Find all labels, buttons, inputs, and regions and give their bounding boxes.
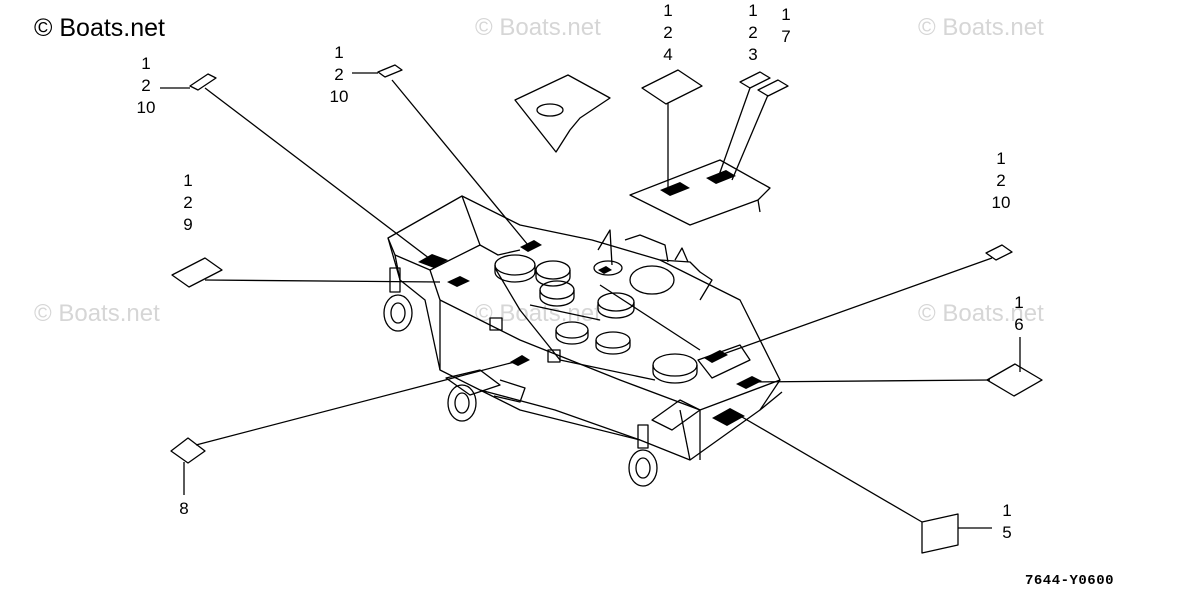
belt-shield bbox=[629, 159, 771, 226]
block-part bbox=[547, 349, 561, 363]
faded-watermark: © Boats.net bbox=[475, 14, 601, 41]
callout-8: 8 bbox=[179, 499, 189, 518]
faded-watermark: © Boats.net bbox=[918, 300, 1044, 327]
boats-net-watermark: © Boats.net bbox=[34, 14, 165, 42]
caster-wheels bbox=[383, 267, 701, 487]
decal-shapes bbox=[170, 64, 1043, 554]
faded-watermark: © Boats.net bbox=[918, 14, 1044, 41]
leader-lines bbox=[160, 72, 1021, 529]
block-part bbox=[489, 317, 503, 331]
cover-plate bbox=[514, 74, 611, 153]
drawing-code: 7644-Y0600 bbox=[1025, 573, 1115, 589]
cover-hole bbox=[536, 103, 564, 117]
faded-watermark: © Boats.net bbox=[34, 300, 160, 327]
pulleys bbox=[494, 254, 698, 384]
front-bracket bbox=[697, 344, 751, 379]
deck-decal-marks bbox=[418, 240, 762, 426]
gearbox-brackets bbox=[597, 229, 713, 301]
deck-body bbox=[387, 195, 783, 461]
drive-belt bbox=[494, 267, 701, 381]
